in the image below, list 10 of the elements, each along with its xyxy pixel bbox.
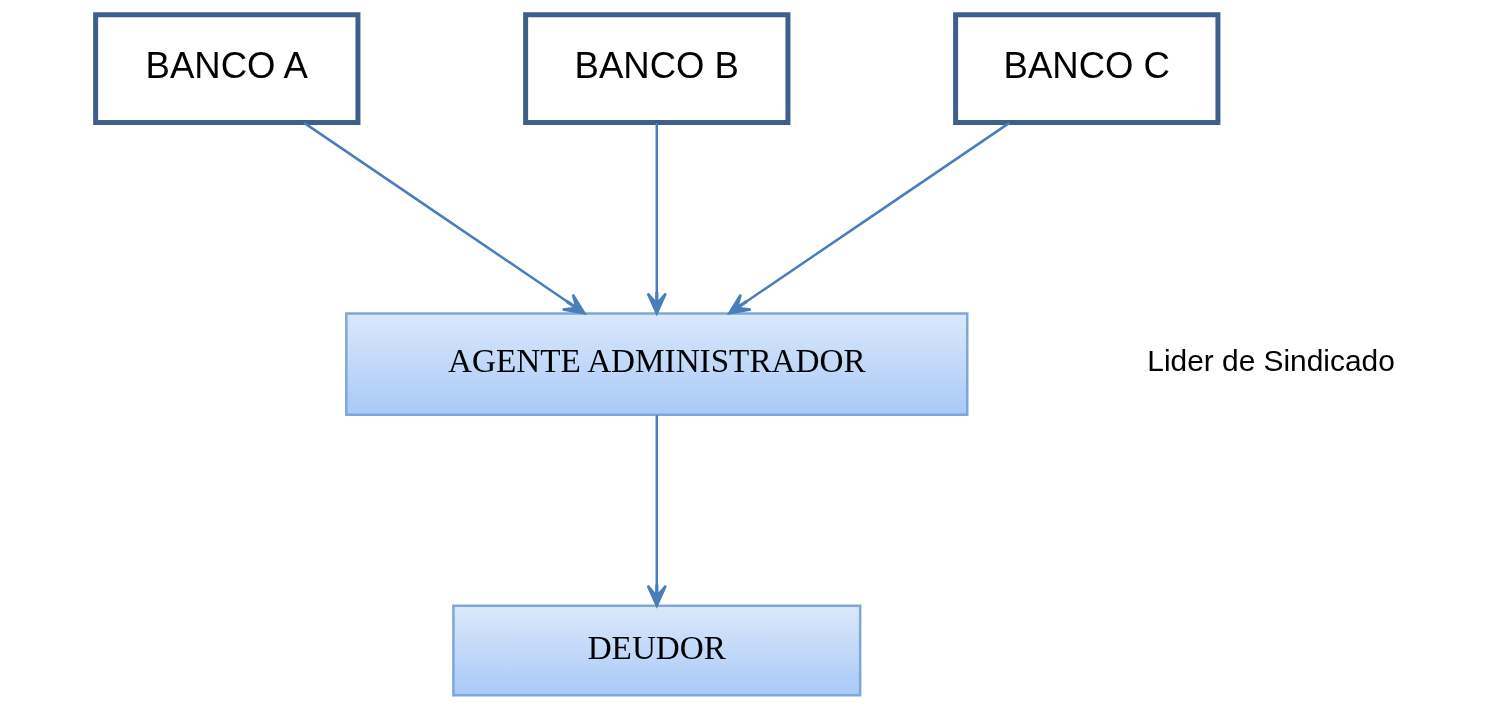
node-box: AGENTE ADMINISTRADOR <box>345 312 969 416</box>
arrow <box>646 123 667 315</box>
node-box: BANCO A <box>93 12 361 126</box>
node-box: BANCO B <box>523 12 791 126</box>
node-box: DEUDOR <box>452 604 862 697</box>
arrow <box>646 415 667 607</box>
node-box: BANCO C <box>953 12 1221 126</box>
arrow <box>728 121 1011 315</box>
arrow <box>303 121 586 315</box>
label: Lider de Sindicado <box>1147 344 1395 378</box>
